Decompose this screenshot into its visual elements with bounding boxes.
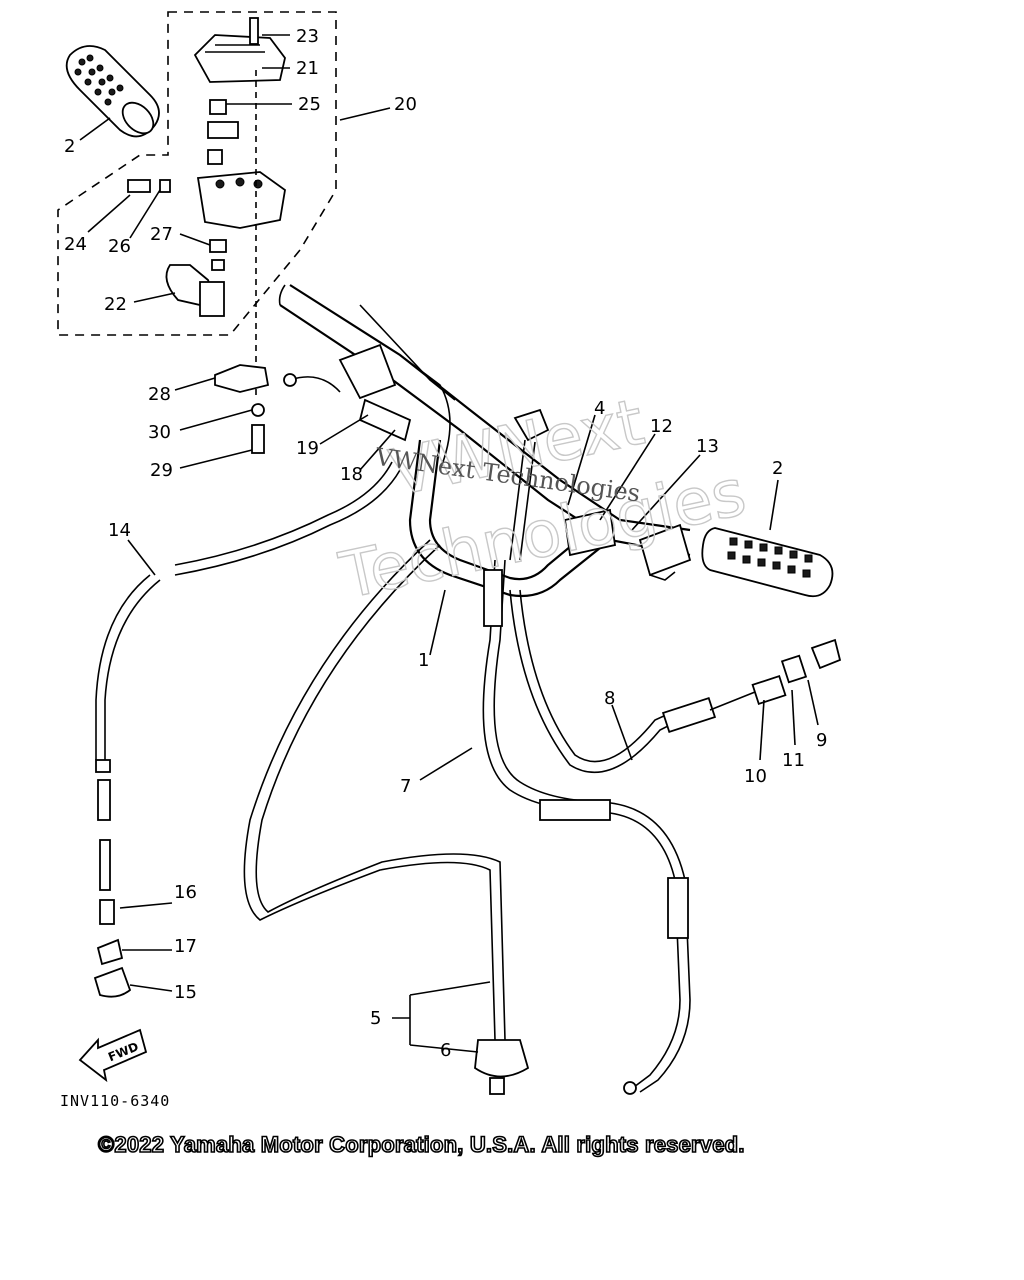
callout-20: 20	[394, 94, 417, 115]
lever-bracket-parts	[214, 364, 270, 454]
leader-lines	[79, 34, 819, 1053]
diagram-code: INV110-6340	[60, 1092, 171, 1110]
callout-24: 24	[64, 234, 87, 255]
fwd-arrow-icon: FWD	[78, 1028, 148, 1083]
left-switch-and-cables	[283, 304, 456, 471]
callout-21: 21	[296, 58, 319, 79]
callout-23: 23	[296, 26, 319, 47]
right-grip	[701, 527, 834, 598]
throttle-housing-group	[57, 11, 337, 400]
callout-6: 6	[440, 1040, 451, 1061]
callout-18: 18	[340, 464, 363, 485]
callout-7: 7	[400, 776, 411, 797]
callout-16: 16	[174, 882, 197, 903]
callout-numbers: 2 23 21 25 20 24 26 27 22 28 30 29 19 18…	[64, 26, 827, 1061]
callout-5: 5	[370, 1008, 381, 1029]
right-lever-assembly	[513, 408, 692, 581]
cable-5	[243, 539, 530, 1095]
left-grip	[65, 45, 160, 138]
callout-2-left: 2	[64, 136, 75, 157]
callout-15: 15	[174, 982, 197, 1003]
callout-10: 10	[744, 766, 767, 787]
cable-14	[93, 461, 401, 998]
callout-27: 27	[150, 224, 173, 245]
callout-9: 9	[816, 730, 827, 751]
cable-8	[509, 589, 842, 774]
cable-4	[509, 439, 536, 561]
callout-19: 19	[296, 438, 319, 459]
callout-12: 12	[650, 416, 673, 437]
callout-30: 30	[148, 422, 171, 443]
callout-13: 13	[696, 436, 719, 457]
callout-8: 8	[604, 688, 615, 709]
callout-29: 29	[150, 460, 173, 481]
callout-1: 1	[418, 650, 429, 671]
callout-14: 14	[108, 520, 131, 541]
cable-7	[482, 559, 691, 1095]
callout-22: 22	[104, 294, 127, 315]
callout-2-right: 2	[772, 458, 783, 479]
callout-25: 25	[298, 94, 321, 115]
callout-17: 17	[174, 936, 197, 957]
callout-11: 11	[782, 750, 805, 771]
callout-4: 4	[594, 398, 605, 419]
callout-28: 28	[148, 384, 171, 405]
callout-26: 26	[108, 236, 131, 257]
copyright-notice: ©2022 Yamaha Motor Corporation, U.S.A. A…	[97, 1131, 745, 1158]
